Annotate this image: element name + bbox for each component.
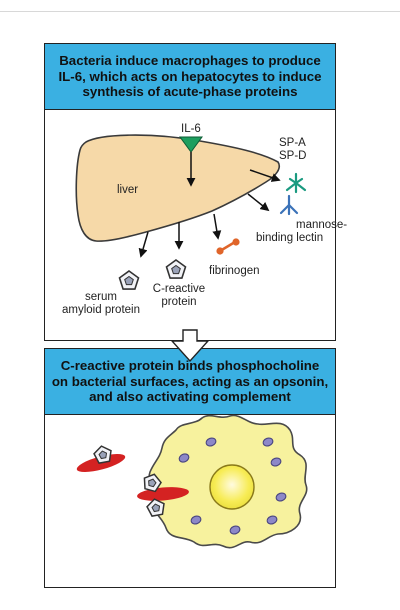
crp-label-line1: C-reactive: [152, 283, 206, 295]
crp-on-free-bacterium: [93, 445, 112, 464]
liver-label: liver: [117, 184, 139, 196]
surfactant-protein-icon: [285, 172, 307, 194]
arrow-to-mbl: [247, 193, 270, 212]
fibrinogen-icon: [216, 238, 240, 255]
transition-arrow: [170, 329, 210, 363]
arrow-to-spa: [249, 169, 281, 182]
liver-shape: [75, 134, 281, 242]
crp-label-line2: protein: [161, 296, 197, 308]
crp-on-engulfed-bacterium-bottom: [146, 498, 165, 517]
fibrinogen-label: fibrinogen: [209, 265, 260, 277]
crp-on-engulfed-bacterium-top: [143, 473, 162, 493]
panel2-header: C-reactive protein binds phosphocholine …: [45, 349, 335, 415]
spa-label: SP-A: [279, 137, 306, 149]
top-divider: [0, 11, 400, 12]
mbl-label-line2: binding lectin: [256, 232, 324, 244]
arrow-to-saa: [138, 231, 149, 258]
mbl-label-line1: mannose-: [296, 219, 348, 231]
il6-triangle: [179, 136, 203, 153]
crp-icon: [165, 259, 187, 279]
vesicles: [178, 437, 287, 535]
il6-label: IL-6: [181, 123, 201, 135]
saa-label-line1: serum: [85, 291, 117, 303]
spd-label: SP-D: [279, 150, 307, 162]
saa-label-line2: amyloid protein: [62, 304, 140, 316]
panel1-header: Bacteria induce macrophages to produce I…: [45, 44, 335, 110]
mbl-icon: [279, 194, 299, 216]
arrow-to-fibrinogen: [212, 213, 222, 240]
saa-icon: [118, 270, 140, 290]
nucleus: [209, 464, 255, 510]
